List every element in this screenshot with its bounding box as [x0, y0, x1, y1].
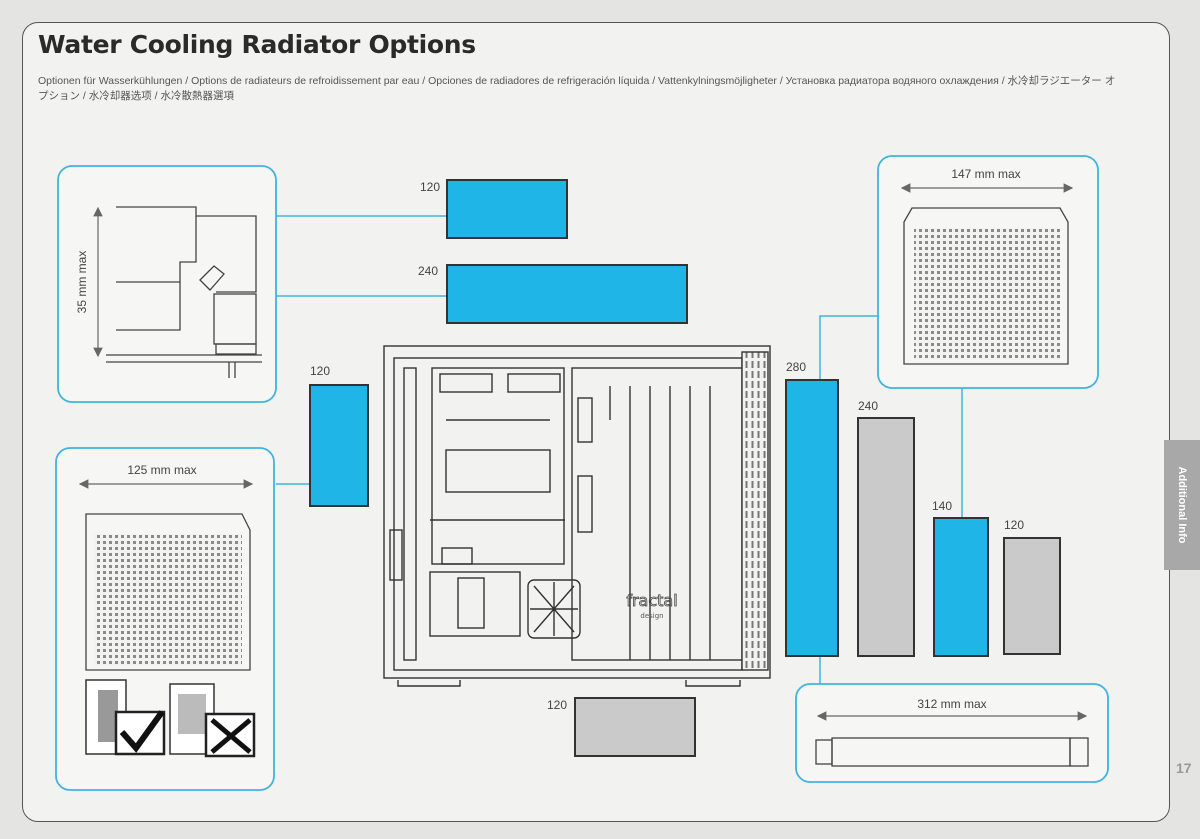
inset-right-bottom-clearance: 312 mm max	[795, 683, 1109, 783]
brand-logo-subtext: design	[640, 612, 663, 620]
dimension-35mm: 35 mm max	[75, 251, 89, 314]
callout-lines	[276, 215, 963, 684]
page-title: Water Cooling Radiator Options	[38, 30, 476, 59]
dimension-147mm: 147 mm max	[951, 167, 1020, 181]
inset-right-top-clearance: 147 mm max	[877, 155, 1099, 389]
radiator-rear-120: 120	[309, 364, 369, 507]
orientation-incorrect	[169, 683, 256, 758]
radiator-top-120-label: 120	[420, 180, 440, 194]
radiator-with-fan-drawing	[85, 513, 251, 671]
radiator-front-140-label: 140	[932, 499, 952, 513]
radiator-front-140: 140	[932, 499, 989, 657]
radiator-front-280-label: 280	[786, 360, 806, 374]
dimension-125mm: 125 mm max	[127, 463, 196, 477]
radiator-front-280: 280	[785, 360, 839, 657]
orientation-correct	[85, 679, 166, 756]
radiator-front-240: 240	[857, 399, 915, 657]
page-subtitle: Optionen für Wasserkühlungen / Options d…	[38, 75, 1116, 102]
cross-icon	[210, 718, 252, 754]
inset-front-clearance: 125 mm max	[55, 447, 275, 791]
side-tab[interactable]: Additional Info	[1164, 440, 1200, 570]
chassis-side-view	[383, 345, 771, 687]
radiator-top-240: 240	[418, 264, 688, 324]
radiator-rear-120-label: 120	[310, 364, 330, 378]
brand-logo-text: fractal	[626, 591, 677, 610]
inset-top-clearance: 35 mm max	[57, 165, 277, 403]
radiator-front-240-label: 240	[858, 399, 878, 413]
page-number: 17	[1176, 760, 1192, 776]
brand-logo: fractal design	[626, 591, 678, 620]
radiator-bottom-120: 120	[547, 697, 696, 757]
cooler-bracket-drawing	[106, 206, 262, 378]
radiator-top-240-label: 240	[418, 264, 438, 278]
radiator-bottom-120-label: 120	[547, 698, 567, 712]
radiator-front-120: 120	[1003, 518, 1061, 655]
radiator-front-120-label: 120	[1004, 518, 1024, 532]
radiator-top-120: 120	[420, 179, 568, 239]
dimension-312mm: 312 mm max	[917, 697, 986, 711]
